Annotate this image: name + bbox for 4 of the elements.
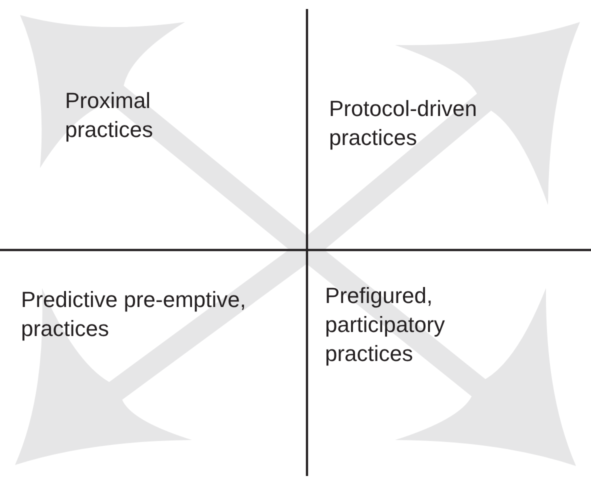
- quadrant-label: Predictive pre-emptive, practices: [21, 286, 247, 343]
- quadrant-label: Protocol-driven practices: [329, 95, 478, 152]
- quadrant-label: Proximal practices: [65, 87, 154, 144]
- quadrant-label: Prefigured, participatory practices: [325, 282, 446, 368]
